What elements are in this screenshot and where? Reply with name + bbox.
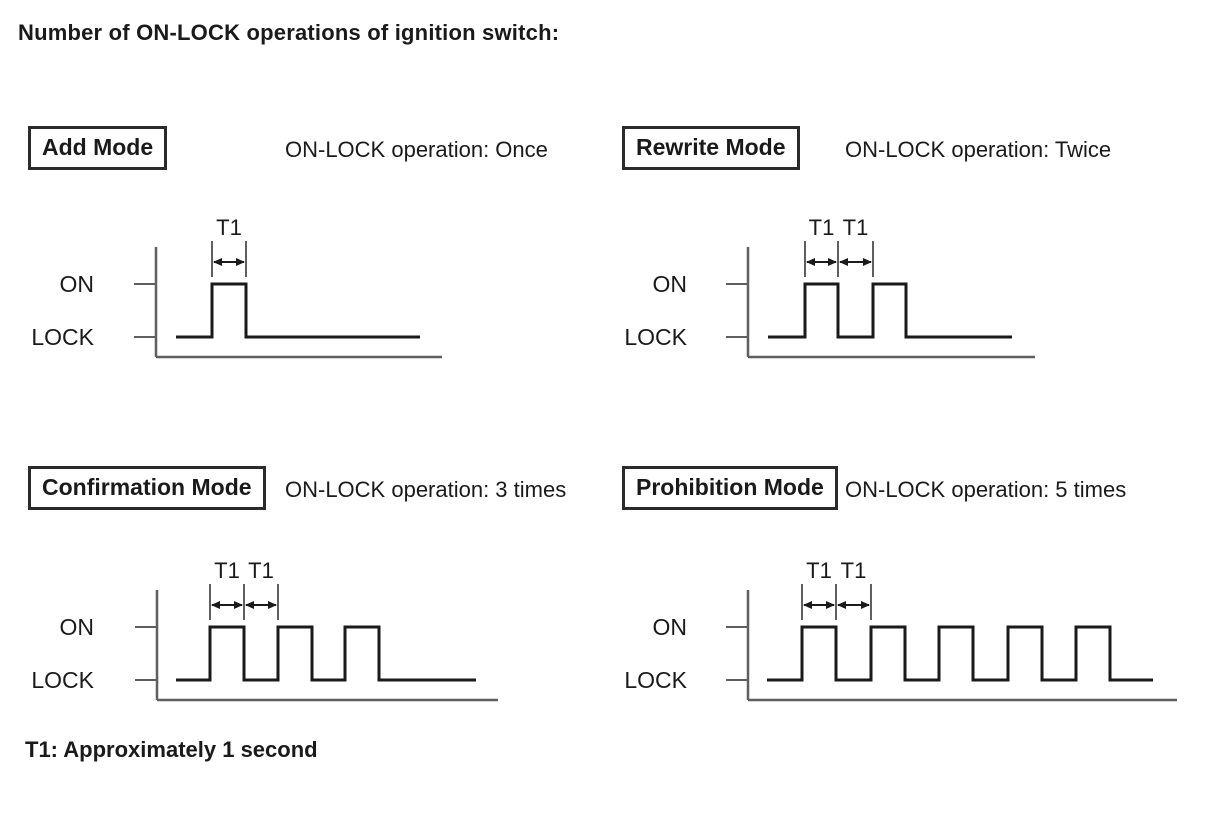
lock-label: LOCK — [624, 667, 687, 693]
waveform-path — [176, 625, 476, 682]
t1-label: T1 — [806, 558, 832, 583]
mode-label-rewrite: Rewrite Mode — [636, 134, 786, 160]
operation-text-add: ON-LOCK operation: Once — [285, 137, 548, 162]
arrowhead-right — [826, 601, 835, 609]
mode-label-add: Add Mode — [42, 134, 154, 160]
t1-label: T1 — [843, 215, 869, 240]
arrowhead-right — [863, 258, 872, 266]
on-label: ON — [60, 271, 95, 297]
arrowhead-left — [837, 601, 846, 609]
arrowhead-right — [236, 258, 245, 266]
on-label: ON — [653, 271, 688, 297]
arrowhead-right — [268, 601, 277, 609]
operation-text-confirmation: ON-LOCK operation: 3 times — [285, 477, 567, 502]
arrowhead-left — [245, 601, 254, 609]
mode-label-prohibition: Prohibition Mode — [636, 474, 824, 500]
t1-label: T1 — [214, 558, 240, 583]
t1-label: T1 — [841, 558, 867, 583]
t1-label: T1 — [248, 558, 274, 583]
waveform-rewrite-mode: ON LOCK T1 T1 — [624, 215, 1035, 359]
page-title: Number of ON-LOCK operations of ignition… — [18, 20, 560, 45]
waveform-path — [176, 282, 420, 339]
waveform-path — [768, 282, 1012, 339]
arrowhead-left — [806, 258, 815, 266]
mode-box-prohibition: Prohibition Mode — [622, 466, 838, 511]
arrowhead-left — [803, 601, 812, 609]
t1-footnote: T1: Approximately 1 second — [25, 737, 318, 762]
mode-box-rewrite: Rewrite Mode — [622, 126, 800, 171]
waveform-path — [767, 625, 1153, 682]
mode-box-confirmation: Confirmation Mode — [28, 466, 266, 511]
waveform-add-mode: ON LOCK T1 — [31, 215, 442, 359]
waveform-confirmation-mode: ON LOCK T1 T1 — [31, 558, 498, 702]
arrowhead-right — [234, 601, 243, 609]
t1-label: T1 — [809, 215, 835, 240]
mode-box-add: Add Mode — [28, 126, 168, 171]
on-label: ON — [60, 614, 95, 640]
operation-text-rewrite: ON-LOCK operation: Twice — [845, 137, 1112, 162]
on-label: ON — [653, 614, 688, 640]
t1-label: T1 — [216, 215, 242, 240]
arrowhead-left — [213, 258, 222, 266]
arrowhead-right — [828, 258, 837, 266]
mode-label-confirmation: Confirmation Mode — [42, 474, 252, 500]
waveform-prohibition-mode: ON LOCK T1 T1 — [624, 558, 1177, 702]
arrowhead-left — [839, 258, 848, 266]
arrowhead-left — [211, 601, 220, 609]
operation-text-prohibition: ON-LOCK operation: 5 times — [845, 477, 1127, 502]
lock-label: LOCK — [31, 667, 94, 693]
lock-label: LOCK — [31, 324, 94, 350]
arrowhead-right — [861, 601, 870, 609]
lock-label: LOCK — [624, 324, 687, 350]
